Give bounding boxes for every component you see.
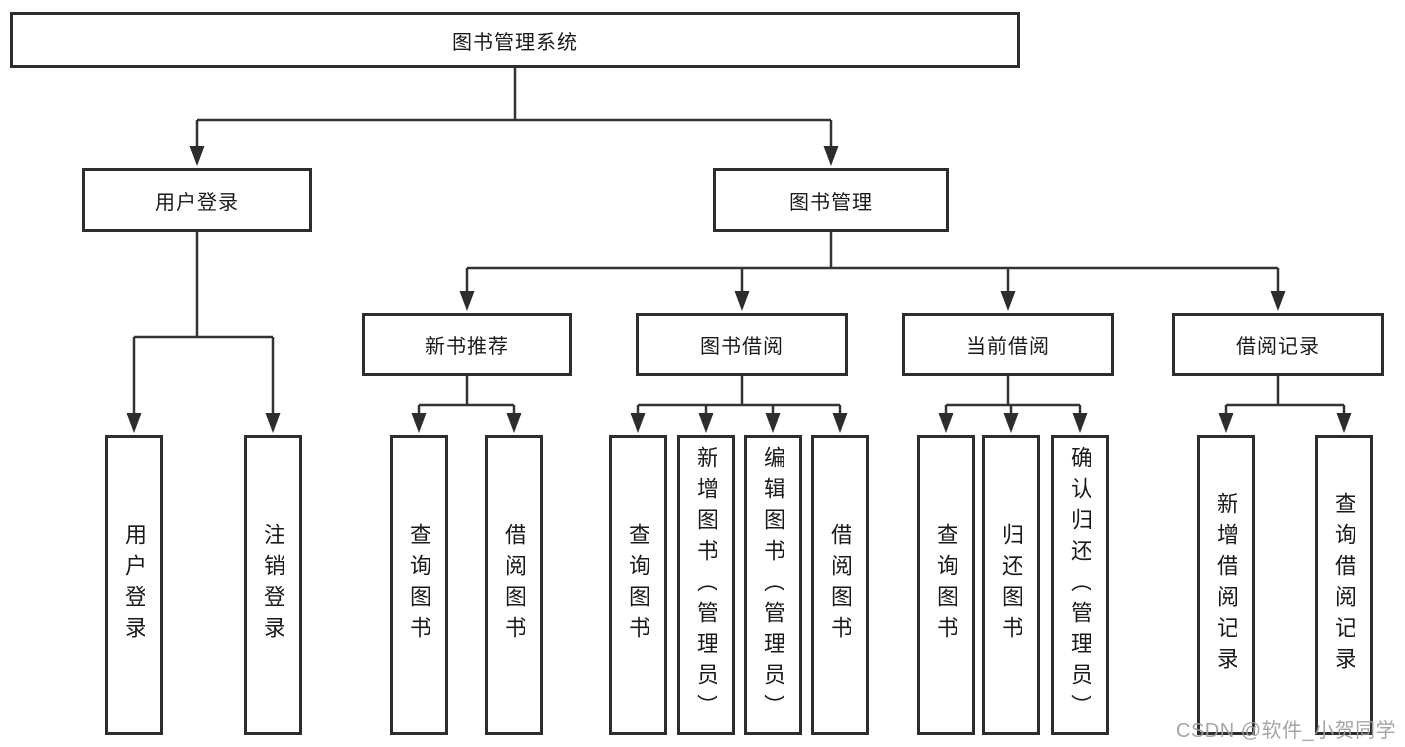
leaf-add-borrow-record-label: 新增借阅记录 <box>1215 492 1237 678</box>
leaf-query-borrow-record-label: 查询借阅记录 <box>1333 492 1355 678</box>
node-book-borrow: 图书借阅 <box>636 313 848 376</box>
connector-book-management-to-level3 <box>459 232 1286 311</box>
leaf-query-books-recommend: 查询图书 <box>390 435 448 735</box>
connector-root-to-level2 <box>189 68 839 166</box>
leaf-return-books-label: 归还图书 <box>1000 523 1022 647</box>
leaf-query-borrow-record: 查询借阅记录 <box>1315 435 1373 735</box>
leaf-query-books-borrow: 查询图书 <box>609 435 667 735</box>
node-book-management: 图书管理 <box>713 168 949 232</box>
leaf-edit-books-admin: 编辑图书（管理员） <box>744 435 802 735</box>
leaf-add-books-admin: 新增图书（管理员） <box>677 435 735 735</box>
leaf-confirm-return-admin: 确认归还（管理员） <box>1051 435 1109 735</box>
leaf-add-borrow-record: 新增借阅记录 <box>1197 435 1255 735</box>
leaf-logout-login-label: 注销登录 <box>262 523 284 647</box>
leaf-user-login-label: 用户登录 <box>123 523 145 647</box>
node-borrow-records: 借阅记录 <box>1172 313 1384 376</box>
leaf-query-books-current: 查询图书 <box>917 435 975 735</box>
connector-book-borrow-to-leaves <box>630 376 848 433</box>
node-user-login: 用户登录 <box>82 168 312 232</box>
leaf-return-books: 归还图书 <box>982 435 1040 735</box>
node-current-borrow: 当前借阅 <box>902 313 1114 376</box>
connector-new-book-recommend-to-leaves <box>411 376 522 433</box>
leaf-borrow-books-recommend: 借阅图书 <box>485 435 543 735</box>
leaf-borrow-books-recommend-label: 借阅图书 <box>503 523 525 647</box>
node-new-book-recommend: 新书推荐 <box>362 313 572 376</box>
leaf-query-books-borrow-label: 查询图书 <box>627 523 649 647</box>
leaf-query-books-current-label: 查询图书 <box>935 523 957 647</box>
leaf-logout-login: 注销登录 <box>244 435 302 735</box>
leaf-borrow-books-label: 借阅图书 <box>829 523 851 647</box>
connector-borrow-records-to-leaves <box>1218 376 1352 433</box>
leaf-confirm-return-admin-label: 确认归还（管理员） <box>1069 445 1091 725</box>
node-library-management-system: 图书管理系统 <box>10 12 1020 68</box>
leaf-edit-books-admin-label: 编辑图书（管理员） <box>762 445 784 725</box>
leaf-borrow-books: 借阅图书 <box>811 435 869 735</box>
csdn-watermark: CSDN @软件_小贺同学 <box>1176 720 1397 742</box>
leaf-user-login: 用户登录 <box>105 435 163 735</box>
leaf-add-books-admin-label: 新增图书（管理员） <box>695 445 717 725</box>
leaf-query-books-recommend-label: 查询图书 <box>408 523 430 647</box>
connector-current-borrow-to-leaves <box>938 376 1088 433</box>
connector-user-login-to-leaves <box>126 232 281 433</box>
